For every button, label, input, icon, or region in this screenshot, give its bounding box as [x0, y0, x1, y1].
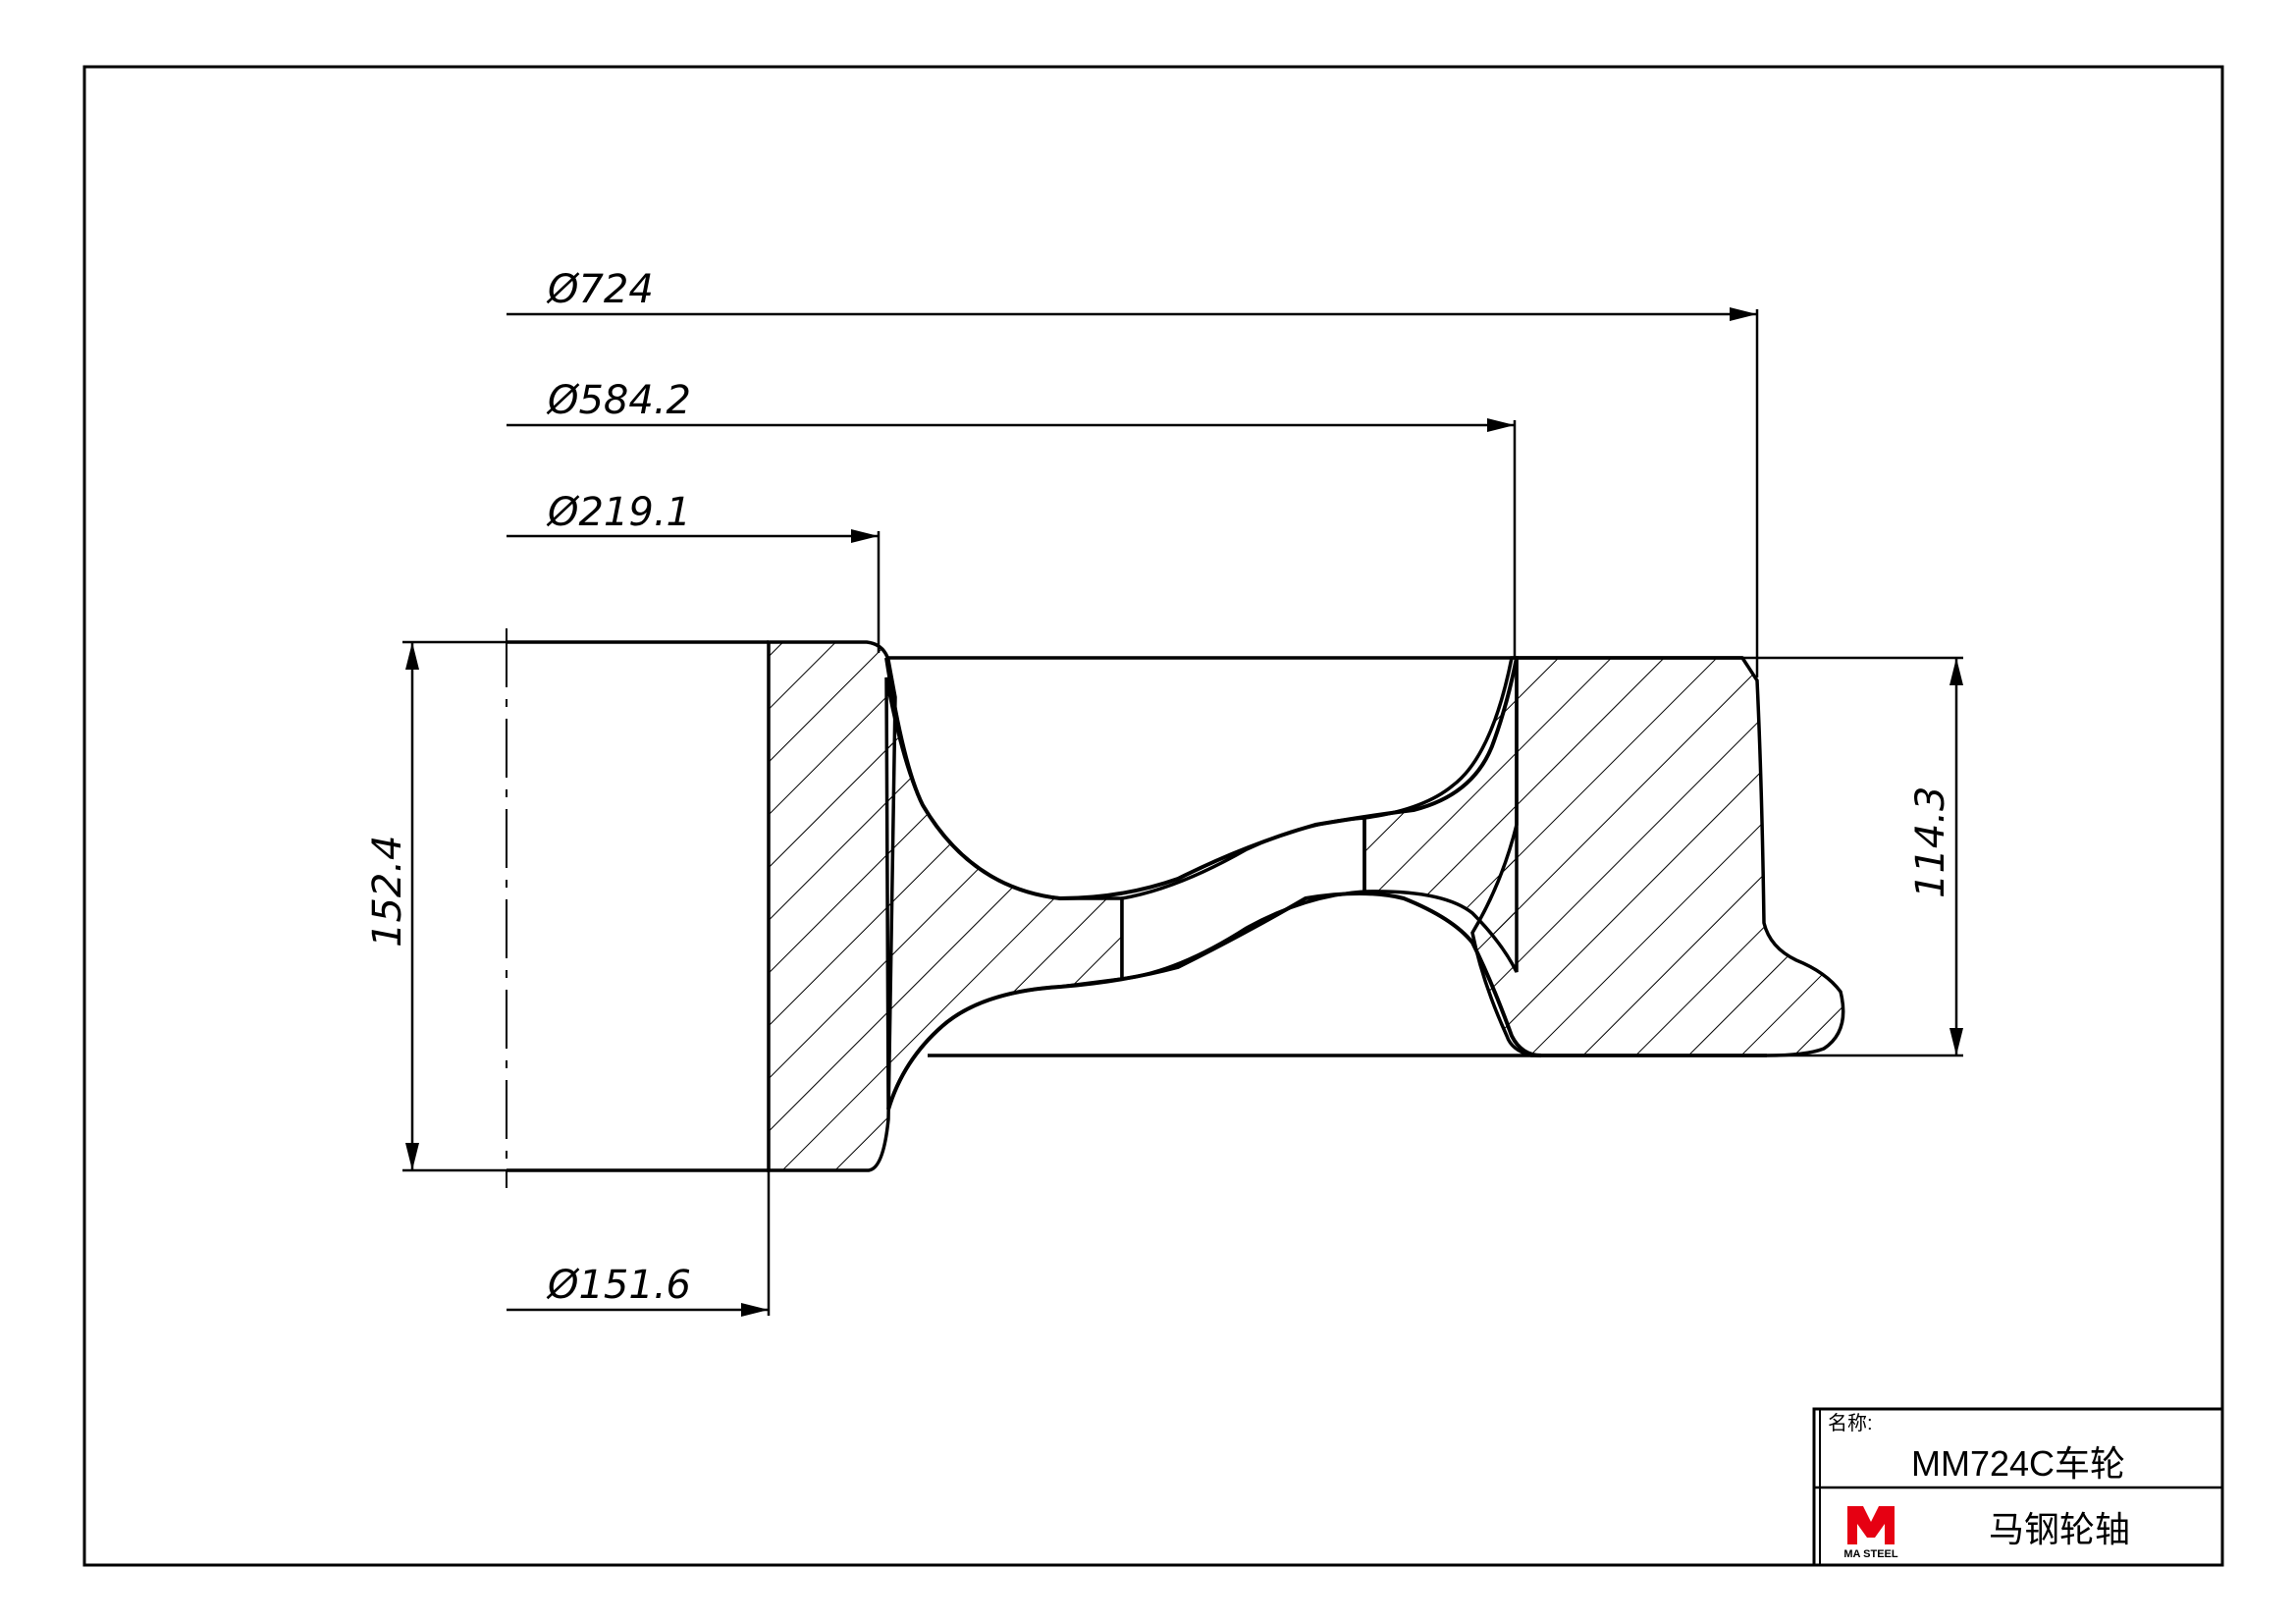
hub-section	[767, 640, 897, 1172]
dim-h114: 114.3	[1908, 785, 1953, 898]
web-outline-top	[884, 657, 1519, 901]
name-label: 名称:	[1828, 1412, 1873, 1434]
rim-section	[1470, 656, 1845, 1057]
title-block: 名称: MM724C车轮 MA STEEL 马钢轮轴	[1812, 1407, 2224, 1567]
dimension-arrows	[405, 307, 1963, 1317]
dim-d151: Ø151.6	[546, 1263, 691, 1308]
dim-d584: Ø584.2	[546, 378, 691, 423]
part-name: MM724C车轮	[1911, 1443, 2125, 1484]
drawing-frame	[82, 65, 2224, 1567]
wheel-section	[506, 628, 1845, 1188]
dim-d219: Ø219.1	[546, 490, 691, 535]
dimension-lines	[402, 309, 1963, 1316]
web-center	[1120, 816, 1366, 981]
company-logo: MA STEEL	[1843, 1506, 1898, 1560]
company-name: 马钢轮轴	[1989, 1509, 2130, 1549]
web-outline-bottom	[886, 892, 1542, 1110]
dim-d724: Ø724	[546, 267, 654, 312]
dim-h152: 152.4	[365, 835, 410, 947]
logo-text: MA STEEL	[1843, 1548, 1897, 1560]
